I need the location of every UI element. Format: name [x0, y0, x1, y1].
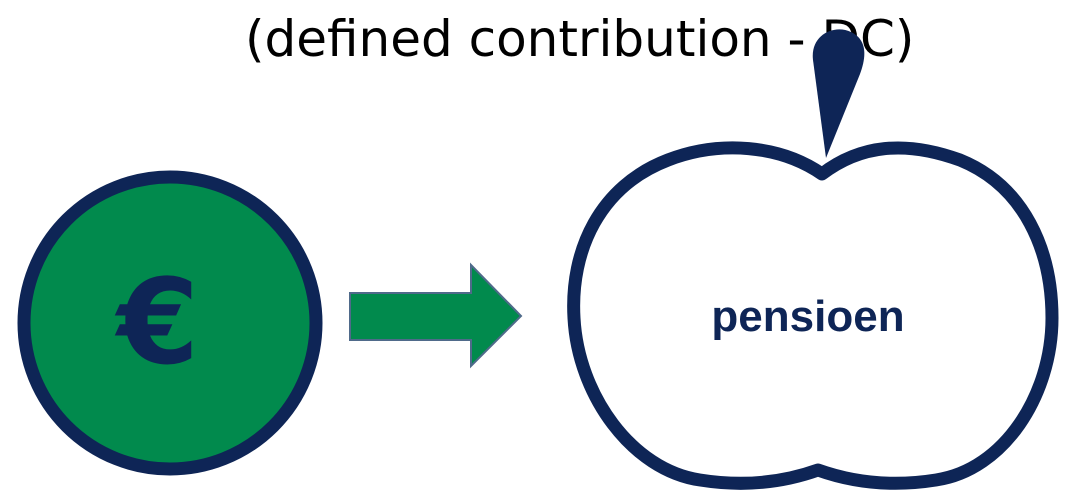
apple-icon	[567, 141, 1059, 490]
euro-symbol: €	[114, 253, 199, 391]
coin-circle	[17, 170, 323, 476]
apple-stem-icon	[812, 29, 865, 159]
apple-label: pensioen	[711, 292, 904, 341]
euro-coin-icon: €	[17, 170, 323, 476]
diagram-title: (defined contribution - DC)	[245, 10, 914, 68]
right-arrow-icon	[349, 262, 523, 369]
